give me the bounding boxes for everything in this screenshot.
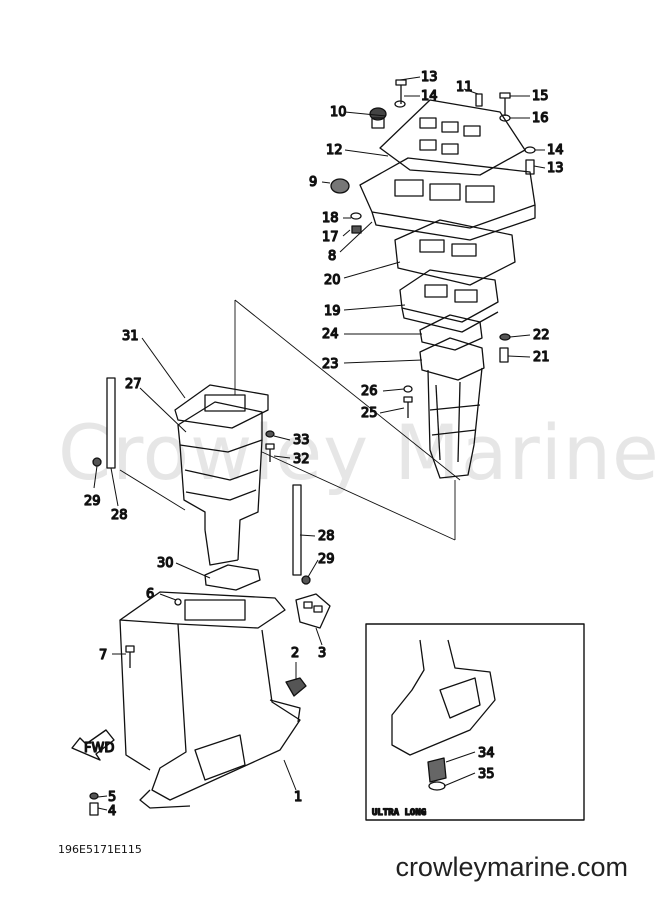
gasket-31 xyxy=(174,384,269,429)
exhaust-guide-19 xyxy=(399,269,499,333)
assembly-guide-lines xyxy=(119,299,461,541)
callout-16: 16 xyxy=(532,111,549,126)
callout-31: 31 xyxy=(122,329,139,344)
callout-21: 21 xyxy=(533,350,550,365)
grommet-9 xyxy=(330,178,350,194)
callout-25: 25 xyxy=(361,406,378,421)
diagram-code: 196E5171E115 xyxy=(58,843,142,856)
washer-29-right xyxy=(301,575,311,585)
dowel-6 xyxy=(174,598,182,606)
dowel-pin-11 xyxy=(475,93,483,107)
bolt-4 xyxy=(89,802,99,816)
callout-7: 7 xyxy=(99,648,107,663)
callout-1: 1 xyxy=(294,790,302,805)
callout-numbers: 13 14 10 11 15 16 12 14 13 9 18 17 8 20 … xyxy=(83,69,564,819)
callout-19: 19 xyxy=(324,304,341,319)
callout-14-right: 14 xyxy=(547,143,564,158)
washer-26 xyxy=(403,385,413,393)
callout-34: 34 xyxy=(478,746,495,761)
callout-35: 35 xyxy=(478,767,495,782)
callout-24: 24 xyxy=(322,327,339,342)
site-url[interactable]: crowleymarine.com xyxy=(395,852,628,882)
bolt-25 xyxy=(403,396,413,418)
bolt-32 xyxy=(265,443,275,462)
bolt-15 xyxy=(499,92,511,116)
callout-12: 12 xyxy=(326,143,343,158)
drain-plug-2 xyxy=(285,677,307,697)
washer-29-left xyxy=(92,457,102,467)
callout-8: 8 xyxy=(328,249,336,264)
callout-2: 2 xyxy=(291,646,299,661)
fwd-arrow-icon: FWD xyxy=(71,729,115,761)
callout-20: 20 xyxy=(324,273,341,288)
callout-17: 17 xyxy=(322,230,339,245)
bolt-21 xyxy=(499,347,509,363)
callout-28-right: 28 xyxy=(318,529,335,544)
washer-14-top xyxy=(394,100,406,108)
fwd-label: FWD xyxy=(84,741,114,756)
bolt-7 xyxy=(125,645,135,668)
callout-30: 30 xyxy=(157,556,174,571)
bolt-13-top xyxy=(395,79,407,104)
callout-29-left: 29 xyxy=(84,494,101,509)
upper-casing-27 xyxy=(177,401,263,566)
stud-28-right xyxy=(292,484,302,576)
mount-plate-exhaust-8 xyxy=(359,157,536,241)
callout-33: 33 xyxy=(293,433,310,448)
callout-9: 9 xyxy=(309,175,317,190)
callout-13: 13 xyxy=(421,70,438,85)
callout-6: 6 xyxy=(146,587,154,602)
callout-27: 27 xyxy=(125,377,142,392)
gasket-20 xyxy=(394,219,516,286)
callout-32: 32 xyxy=(293,452,310,467)
callout-23: 23 xyxy=(322,357,339,372)
callout-14: 14 xyxy=(421,89,438,104)
callout-18: 18 xyxy=(322,211,339,226)
callout-29-right: 29 xyxy=(318,552,335,567)
water-screen-3 xyxy=(295,593,331,629)
callout-10: 10 xyxy=(330,105,347,120)
callout-26: 26 xyxy=(361,384,378,399)
gasket-24 xyxy=(419,314,483,351)
callout-13-right: 13 xyxy=(547,161,564,176)
washer-14-right xyxy=(524,146,536,154)
washer-18 xyxy=(350,212,362,220)
gasket-30 xyxy=(204,564,261,591)
washer-22 xyxy=(499,333,511,341)
bolt-13-right xyxy=(525,159,535,175)
callout-3: 3 xyxy=(318,646,326,661)
washer-33 xyxy=(265,430,275,438)
fitting-10 xyxy=(369,107,387,129)
exhaust-pipe-23 xyxy=(419,337,485,479)
lower-casing-1 xyxy=(119,591,301,809)
leader-lines xyxy=(93,76,546,811)
stud-28-left xyxy=(106,377,116,469)
nut-17 xyxy=(351,225,362,234)
callout-22: 22 xyxy=(533,328,550,343)
callout-15: 15 xyxy=(532,89,549,104)
watermark-text: Crowley Marine xyxy=(58,408,660,497)
ultra-long-inset: ULTRA LONG xyxy=(365,623,585,821)
callout-28-left: 28 xyxy=(111,508,128,523)
inset-label: ULTRA LONG xyxy=(372,808,426,818)
callout-11: 11 xyxy=(456,80,473,95)
washer-5 xyxy=(89,792,99,800)
callout-5: 5 xyxy=(108,790,116,805)
callout-4: 4 xyxy=(108,804,116,819)
